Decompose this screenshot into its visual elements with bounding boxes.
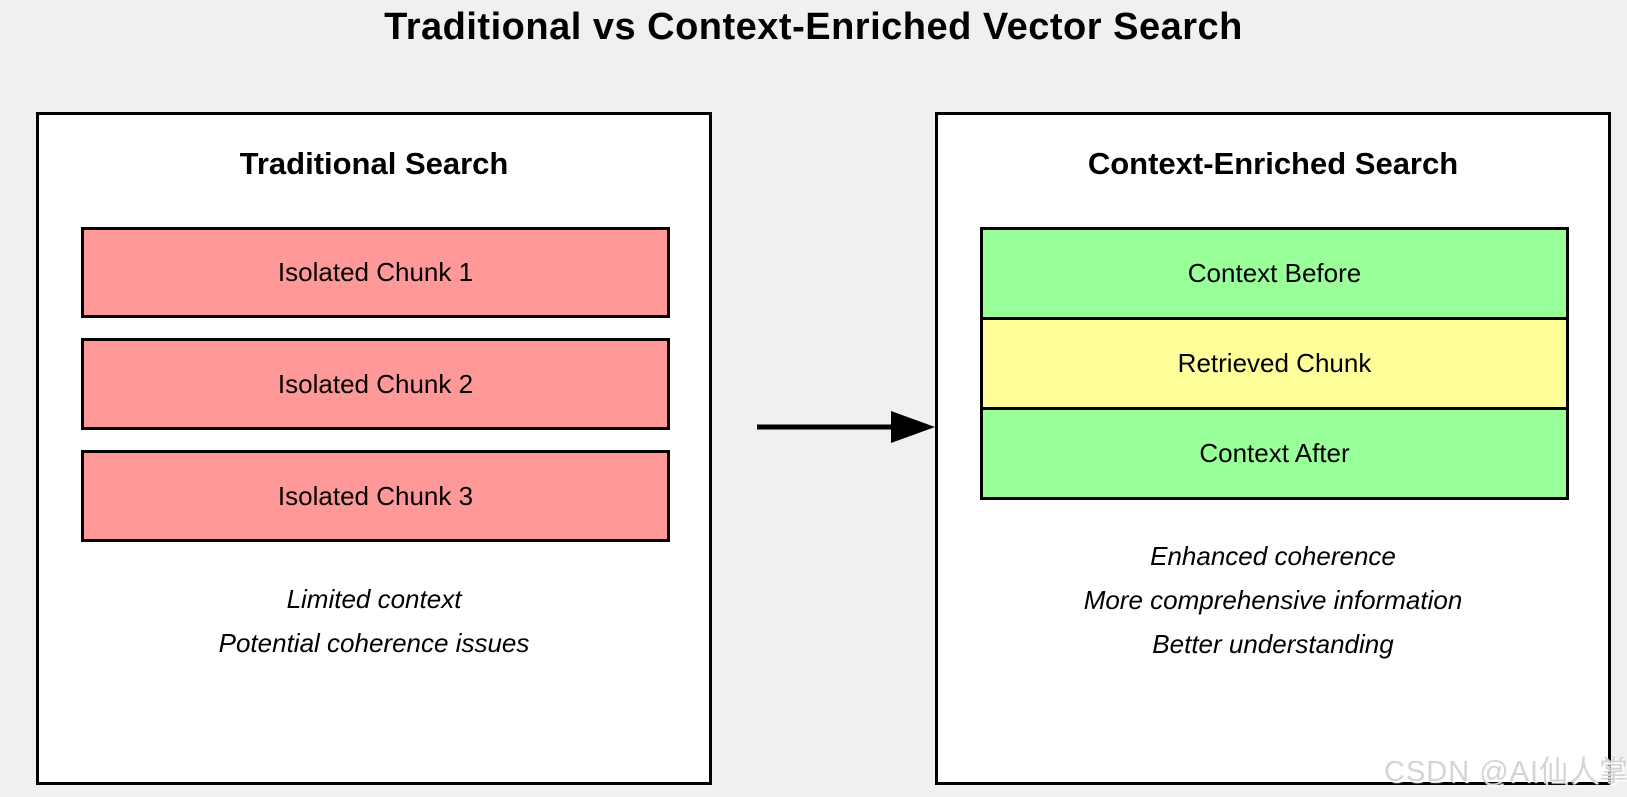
right-arrow-icon: [757, 411, 935, 443]
isolated-chunk-2-label: Isolated Chunk 2: [277, 368, 474, 399]
note-line: Potential coherence issues: [218, 628, 530, 658]
context-before-label: Context Before: [1187, 258, 1362, 288]
context-after-label: Context After: [1199, 438, 1350, 468]
traditional-search-panel: Traditional Search Isolated Chunk 1 Isol…: [36, 112, 712, 785]
context-after-box: Context After: [980, 407, 1569, 500]
diagram-title: Traditional vs Context-Enriched Vector S…: [384, 6, 1243, 48]
traditional-notes: Limited context Potential coherence issu…: [39, 577, 709, 665]
isolated-chunk-1-label: Isolated Chunk 1: [277, 257, 474, 287]
note-line: Limited context: [286, 584, 462, 614]
retrieved-chunk-box: Retrieved Chunk: [980, 317, 1569, 410]
note-line: Better understanding: [1152, 629, 1394, 659]
retrieved-chunk-label: Retrieved Chunk: [1177, 348, 1372, 378]
note-line: Enhanced coherence: [1150, 541, 1396, 571]
traditional-panel-heading: Traditional Search: [239, 146, 509, 181]
isolated-chunk-1-box: Isolated Chunk 1: [81, 227, 670, 318]
context-enriched-search-panel: Context-Enriched Search Context Before R…: [935, 112, 1611, 785]
isolated-chunk-3-label: Isolated Chunk 3: [277, 480, 474, 511]
csdn-watermark: CSDN @AI仙人掌: [1384, 756, 1627, 788]
context-before-box: Context Before: [980, 227, 1569, 320]
isolated-chunk-3-box: Isolated Chunk 3: [81, 450, 670, 542]
context-panel-heading: Context-Enriched Search: [1087, 146, 1459, 181]
context-enriched-notes: Enhanced coherence More comprehensive in…: [938, 534, 1608, 666]
isolated-chunk-2-box: Isolated Chunk 2: [81, 338, 670, 430]
note-line: More comprehensive information: [1083, 585, 1463, 615]
